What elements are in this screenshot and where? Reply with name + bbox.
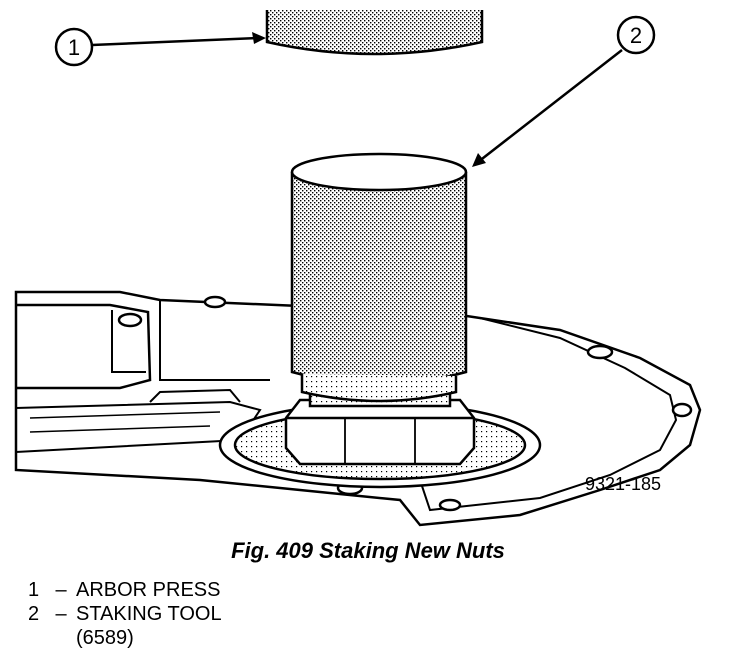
legend-item-label: ARBOR PRESS [76,579,221,601]
drawing-code: 9321-185 [585,474,661,494]
legend-item-label: STAKING TOOL [76,603,222,625]
legend-item-2-detail: (6589) [76,627,134,649]
bolt-holes [117,295,693,512]
callout-2-number: 2 [630,23,642,48]
legend-item-number: 2 [28,603,40,625]
legend-item-2: 2 – STAKING TOOL [28,602,222,626]
technical-illustration: 1 2 9321-185 [14,10,702,527]
arbor-press [265,10,484,56]
callout-1-number: 1 [68,35,80,60]
callout-1: 1 [54,27,266,67]
legend-item-number: 1 [28,579,40,601]
legend-separator: – [55,579,67,601]
staking-tool [290,152,468,403]
legend-item-1: 1 – ARBOR PRESS [28,578,222,602]
figure-caption: Fig. 409 Staking New Nuts [231,538,505,563]
nut [284,392,476,466]
legend-separator: – [55,603,67,625]
callout-2: 2 [472,15,656,167]
legend: 1 – ARBOR PRESS 2 – STAKING TOOL (6589) [28,578,222,650]
